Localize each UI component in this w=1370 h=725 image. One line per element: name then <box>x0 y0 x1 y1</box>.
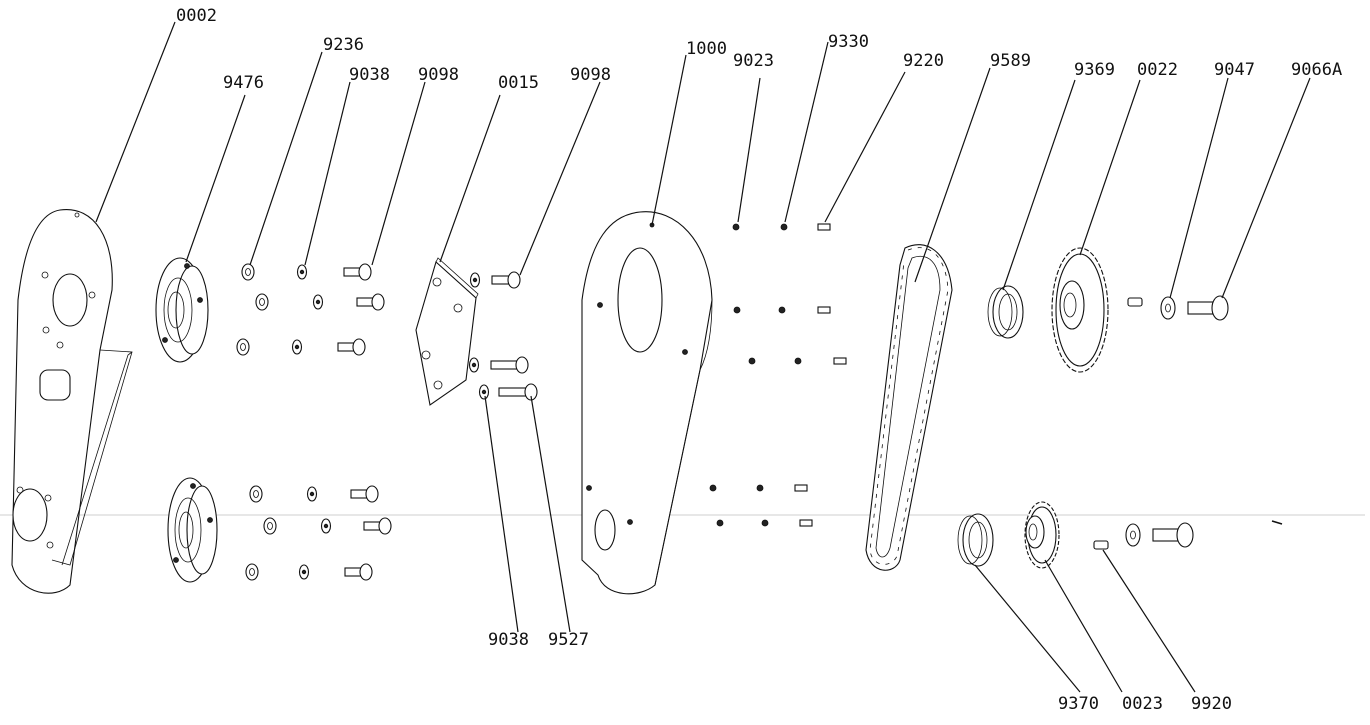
fasteners-bracket <box>468 271 538 401</box>
callout-0015: 0015 <box>498 73 539 93</box>
callout-9370: 9370 <box>1058 694 1099 714</box>
callout-9589: 9589 <box>990 51 1031 71</box>
callout-9098-a: 9098 <box>418 65 459 85</box>
callout-9330: 9330 <box>828 32 869 52</box>
spacer-9369 <box>987 285 1024 339</box>
sprocket-0022 <box>1051 247 1109 373</box>
flange-bearing-top <box>155 257 209 363</box>
callout-9038-top: 9038 <box>349 65 390 85</box>
leader-lines <box>95 21 1311 693</box>
callout-9920: 9920 <box>1191 694 1232 714</box>
callout-9038-bottom: 9038 <box>488 630 529 650</box>
chain-guard-1000 <box>581 211 713 595</box>
callout-0022: 0022 <box>1137 60 1178 80</box>
hub-fasteners <box>1093 295 1229 550</box>
callout-0023: 0023 <box>1122 694 1163 714</box>
callout-9023: 9023 <box>733 51 774 71</box>
callout-9098-b: 9098 <box>570 65 611 85</box>
spacer-9370 <box>957 513 994 567</box>
chain-9589 <box>865 244 953 571</box>
small-fasteners-right <box>709 223 847 527</box>
fasteners-left-bottom <box>245 485 392 581</box>
back-plate-0002 <box>11 209 133 594</box>
flange-bearing-bottom <box>167 477 218 583</box>
callout-9066A: 9066A <box>1291 60 1343 80</box>
callout-9220: 9220 <box>903 51 944 71</box>
callout-9047: 9047 <box>1214 60 1255 80</box>
callout-9369: 9369 <box>1074 60 1115 80</box>
fasteners-left-top <box>236 263 385 356</box>
callout-0002: 0002 <box>176 6 217 26</box>
sprocket-0023 <box>1024 501 1060 569</box>
bracket-plate-0015 <box>415 257 479 406</box>
callout-1000: 1000 <box>686 39 727 59</box>
callout-9527: 9527 <box>548 630 589 650</box>
stray-mark <box>1271 520 1283 525</box>
callout-9236: 9236 <box>323 35 364 55</box>
callout-9476: 9476 <box>223 73 264 93</box>
